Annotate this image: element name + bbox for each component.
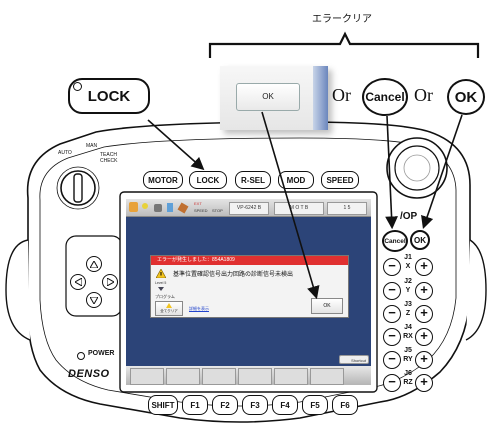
jog-j2-sub: Y: [405, 286, 411, 294]
arrow-left-icon: [74, 278, 82, 286]
detail-link[interactable]: 詳細を表示: [189, 306, 209, 311]
f6-key[interactable]: F6: [332, 395, 358, 415]
f5-key[interactable]: F5: [302, 395, 328, 415]
dropdown-icon[interactable]: [158, 287, 164, 291]
callout-lock-key[interactable]: LOCK: [68, 78, 150, 114]
mode-auto-label: AUTO: [58, 150, 72, 156]
ok-key[interactable]: OK: [410, 230, 430, 250]
r-sel-key[interactable]: R-SEL: [235, 171, 271, 189]
shortcut-button[interactable]: Shortcut: [339, 355, 369, 364]
mode-teach-check-label: TEACH CHECK: [100, 152, 118, 164]
jog-j5-minus[interactable]: −: [383, 351, 401, 369]
jog-j2-axis: J2: [404, 278, 412, 285]
softkey-4[interactable]: [238, 368, 272, 385]
dpad-left-button[interactable]: [70, 274, 86, 290]
f1-key[interactable]: F1: [182, 395, 208, 415]
or-text-2: Or: [414, 85, 433, 105]
jog-j3-axis: J3: [404, 301, 412, 308]
power-label: POWER: [88, 350, 115, 357]
jog-j6-minus[interactable]: −: [383, 374, 401, 392]
shortcut-label: Shortcut: [351, 358, 366, 363]
zoomed-ok-button[interactable]: OK: [236, 83, 300, 111]
jog-j4-sub: RX: [403, 332, 413, 340]
jog-j3-sub: Z: [405, 309, 411, 317]
arrow-up-icon: [90, 260, 98, 268]
dpad-down-button[interactable]: [86, 292, 102, 308]
f3-key[interactable]: F3: [242, 395, 268, 415]
error-message: 基準位置確認信号出力回路の診断信号未検出: [173, 272, 294, 278]
jog-j6-sub: RZ: [403, 378, 413, 386]
arrow-right-icon: [106, 278, 114, 286]
softkey-2[interactable]: [166, 368, 200, 385]
status-ext-label: EXT: [194, 201, 202, 206]
jog-j2-minus[interactable]: −: [383, 282, 401, 300]
left-grip: [5, 239, 31, 341]
jog-j4-plus[interactable]: +: [415, 328, 433, 346]
status-tab-speed[interactable]: 1 5: [327, 202, 367, 215]
status-icons: [129, 202, 189, 214]
softkey-5[interactable]: [274, 368, 308, 385]
dpad-up-button[interactable]: [86, 256, 102, 272]
status-tab-mode[interactable]: M O T B: [274, 202, 324, 215]
power-led-icon: [77, 352, 85, 360]
program-label: プログラム: [155, 294, 175, 299]
jog-j4-minus[interactable]: −: [383, 328, 401, 346]
jog-j5-axis: J5: [404, 347, 412, 354]
shift-key[interactable]: SHIFT: [148, 395, 178, 415]
error-dialog: エラーが発生しました：854A1809 基準位置確認信号出力回路の診断信号未検出…: [150, 255, 349, 318]
jog-j6-plus[interactable]: +: [415, 374, 433, 392]
jog-j5-sub: RY: [403, 355, 413, 363]
f4-key[interactable]: F4: [272, 395, 298, 415]
clear-all-label: 全てクリア: [160, 309, 178, 313]
dialog-ok-button[interactable]: OK: [311, 298, 343, 314]
error-dialog-title: エラーが発生しました：854A1809: [151, 256, 348, 265]
softkey-3[interactable]: [202, 368, 236, 385]
right-grip: [465, 239, 487, 341]
jog-j3-minus[interactable]: −: [383, 305, 401, 323]
jog-j3-plus[interactable]: +: [415, 305, 433, 323]
softkey-1[interactable]: [130, 368, 164, 385]
f2-key[interactable]: F2: [212, 395, 238, 415]
warning-icon: [156, 269, 166, 278]
motor-key[interactable]: MOTOR: [143, 171, 183, 189]
lock-led-icon: [73, 82, 82, 91]
stop-label: /OP: [400, 211, 418, 222]
jog-j5-plus[interactable]: +: [415, 351, 433, 369]
jog-j2-plus[interactable]: +: [415, 282, 433, 300]
jog-j1-axis: J1: [404, 254, 412, 261]
speed-key[interactable]: SPEED: [321, 171, 359, 189]
softkey-6[interactable]: [310, 368, 344, 385]
callout-bracket: [208, 31, 480, 58]
arrow-down-icon: [90, 296, 98, 304]
or-text-1: Or: [332, 85, 351, 105]
jog-j1-minus[interactable]: −: [383, 258, 401, 276]
dpad-right-button[interactable]: [102, 274, 118, 290]
zoomed-ok-panel-right: [313, 66, 328, 130]
status-speed-label: SPEED: [194, 208, 208, 213]
level-label: Level 5: [155, 281, 167, 285]
mod-key[interactable]: MOD: [278, 171, 314, 189]
jog-j1-sub: X: [405, 262, 411, 270]
jog-j4-axis: J4: [404, 324, 412, 331]
jog-j1-plus[interactable]: +: [415, 258, 433, 276]
status-stop-label: STOP: [212, 208, 223, 213]
cancel-key[interactable]: Cancel: [382, 230, 408, 252]
jog-j6-axis: J6: [404, 370, 412, 377]
error-clear-caption: エラークリア: [312, 14, 372, 25]
lock-key[interactable]: LOCK: [189, 171, 227, 189]
screen: EXT SPEED STOP VP-6242 B M O T B 1 5 エラー…: [126, 199, 371, 385]
status-tab-robot[interactable]: VP-6242 B: [229, 202, 269, 215]
clear-warning-icon: [166, 303, 172, 308]
mode-man-label: MAN: [86, 143, 98, 149]
callout-ok-button[interactable]: OK: [447, 79, 485, 115]
callout-cancel-button[interactable]: Cancel: [362, 78, 408, 116]
denso-logo: DENSO: [68, 368, 110, 380]
clear-all-button[interactable]: 全てクリア: [155, 301, 183, 316]
